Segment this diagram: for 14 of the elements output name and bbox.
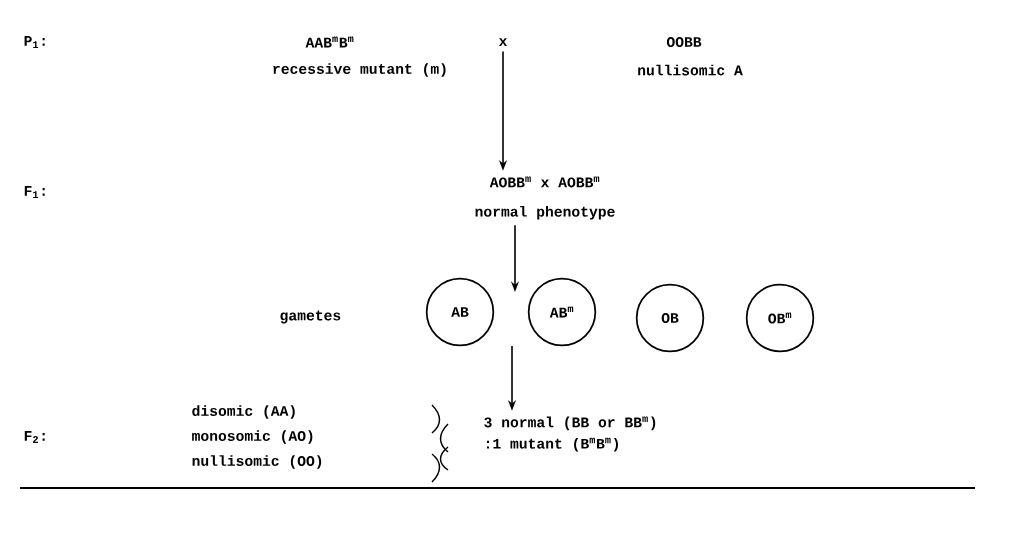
label: gametes bbox=[280, 310, 341, 324]
label: monosomic (AO) bbox=[192, 430, 313, 444]
label: F$_{2}$: bbox=[24, 431, 45, 443]
ratio-text: 3 normal (BB or BB$^{m}$) :1 mutant (B$^{m}$B$^{m}$) bbox=[484, 416, 656, 452]
label: OOBB bbox=[666, 37, 702, 47]
label: recessive mutant (m) bbox=[273, 63, 446, 77]
label: nullisomic (OO) bbox=[192, 455, 322, 469]
label: F$_{1}$: bbox=[24, 186, 45, 198]
label: AAB$^{m}$B$^{m}$ bbox=[305, 36, 354, 48]
cross-symbol: x bbox=[498, 38, 508, 46]
label: disomic (AA) bbox=[192, 405, 295, 419]
genotype-text: AOBB$^{m}$ x AOBB$^{m}$ normal phenotype bbox=[475, 176, 615, 220]
label: P$_{1}$: bbox=[24, 36, 45, 48]
label: nullisomic A bbox=[638, 64, 743, 76]
